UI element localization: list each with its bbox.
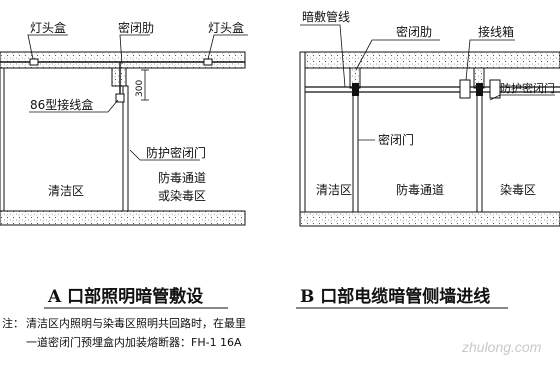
b-wall-2 (476, 87, 483, 213)
a-label-86box: 86型接线盒 (30, 97, 93, 112)
b-label-gas: 防毒通道 (396, 182, 444, 197)
b-conduit-sleeve-2 (476, 83, 483, 96)
b-junction-box-1 (459, 79, 471, 99)
b-label-conduit: 暗敷管线 (302, 9, 350, 24)
b-label-prot-door: 防护密闭门 (500, 81, 555, 95)
a-leader-86box (80, 99, 119, 113)
b-floor-slab (299, 211, 560, 227)
a-leader-door (129, 149, 200, 161)
a-label-gas-2: 或染毒区 (158, 188, 206, 203)
a-leader-lamp-left (27, 34, 68, 60)
b-wall-1 (352, 87, 359, 213)
b-label-seal-rib: 密闭肋 (396, 24, 432, 39)
a-label-seal-rib: 密闭肋 (118, 20, 154, 35)
b-leader-rib (355, 39, 440, 71)
b-junction-box-2 (489, 79, 501, 99)
b-left-wall (299, 51, 306, 213)
a-door-wall (122, 85, 129, 212)
b-conduit-sleeve-1 (352, 83, 359, 96)
a-label-lamp-right: 灯头盒 (208, 20, 244, 35)
note-prefix: 注： (2, 316, 24, 330)
a-dim-300: 300 (135, 80, 145, 97)
a-left-wall (0, 67, 5, 212)
b-leader-conduit (300, 24, 346, 88)
a-leader-rib (119, 34, 150, 65)
a-title: A 口部照明暗管敷设 (47, 286, 203, 307)
a-lamp-box-left (29, 58, 39, 66)
note: 注： 清洁区内照明与染毒区照明共回路时，在最里 一道密闭门预埋盒内加装熔断器：F… (2, 316, 246, 349)
a-label-clean-zone: 清洁区 (48, 184, 84, 198)
a-junction-box-86 (115, 93, 125, 103)
a-lamp-box-right (203, 58, 213, 66)
watermark: zhulong.com (461, 339, 542, 355)
b-title: B 口部电缆暗管侧墙进线 (300, 286, 490, 307)
b-label-contaminated: 染毒区 (500, 182, 536, 197)
b-label-clean-zone: 清洁区 (316, 183, 352, 197)
b-label-seal-door: 密闭门 (378, 132, 414, 147)
a-seal-rib (111, 67, 127, 87)
b-ceiling-slab (299, 51, 560, 69)
a-label-door: 防护密闭门 (146, 145, 206, 160)
b-leader-jbox (465, 39, 515, 81)
b-leader-prot-door (489, 94, 555, 101)
a-floor-slab (0, 210, 246, 226)
note-line-1: 清洁区内照明与染毒区照明共回路时，在最里 (26, 316, 246, 330)
a-leader-lamp-right (207, 34, 248, 60)
a-label-gas-1: 防毒通道 (158, 170, 206, 185)
diagram-b: 暗敷管线 密闭肋 接线箱 防护密闭门 密闭门 清洁区 防毒通道 染毒区 B 口部… (296, 9, 560, 309)
b-label-jbox: 接线箱 (478, 24, 514, 39)
a-label-lamp-left: 灯头盒 (30, 20, 66, 35)
note-line-2: 一道密闭门预埋盒内加装熔断器：FH-1 16A (26, 335, 242, 349)
diagram-a: 300 灯头盒 密闭肋 灯头盒 86型接线盒 防护密闭门 清洁区 防毒通道 或染… (0, 20, 248, 309)
